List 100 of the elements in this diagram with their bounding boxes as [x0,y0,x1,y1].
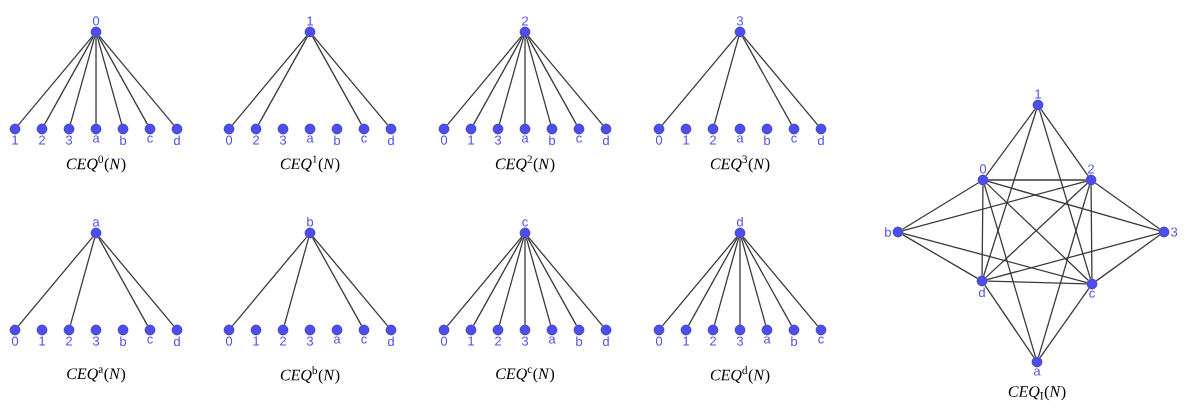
edge [312,35,389,126]
caption: CEQ$_{I}$(N) [1008,385,1066,401]
node-label: 1 [683,336,689,346]
edge [901,234,979,279]
node-label: d [817,135,824,146]
node-label: a [306,135,314,143]
vertex: b [331,123,343,146]
node-label: 0 [655,135,663,145]
node-label: 3 [736,16,744,26]
vertex: c [815,324,827,344]
vertex: 3 [304,324,316,346]
edge [525,237,552,326]
node-label: b [764,135,771,146]
edge [472,35,524,125]
node-label: 1 [39,336,46,346]
node-label: c [818,336,824,344]
node-label: 1 [253,336,259,346]
edge [526,35,578,125]
edge [713,36,740,125]
node-label: 0 [440,135,448,145]
node-label: d [736,216,743,227]
node-label: 0 [440,336,448,346]
edge [661,236,738,327]
vertex: 0 [223,123,235,145]
node-label: b [791,336,798,347]
node-label: 1 [468,336,474,346]
node-label: b [576,336,583,347]
node-label: c [1089,290,1095,298]
vertex: b [546,123,558,146]
vertex: b [117,324,129,347]
node-label: 2 [253,135,259,145]
vertex: a [519,123,531,143]
node-label: c [361,336,367,344]
node-label: d [602,336,609,347]
node-label: 3 [306,336,314,346]
vertex: d [385,324,397,347]
node-label: d [978,287,985,298]
edge [98,236,175,327]
edge [983,184,1037,358]
node-label: 0 [225,135,233,145]
vertex: a [1031,356,1043,376]
vertex: 1 [465,324,477,346]
node-label: b [549,135,556,146]
edge [1095,234,1161,282]
edge [498,36,525,125]
edge [1094,182,1161,230]
vertex: 1 [680,324,692,346]
vertex: 1 [680,123,692,145]
vertex: a [761,324,773,344]
vertex: a [304,123,316,143]
vertex: d [976,275,988,298]
node-label: a [92,219,100,227]
node-label: 3 [92,336,100,346]
edge [231,35,308,126]
edge [524,36,526,125]
node-label: 3 [736,336,744,346]
edge [987,180,1160,232]
vertex: a [331,324,343,344]
vertex: 2 [277,324,289,346]
node-label: 1 [307,16,313,26]
vertex: 1 [304,16,316,38]
vertex: 3 [734,16,746,38]
edge [526,236,578,326]
vertex: 3 [492,123,504,145]
node-label: 0 [655,336,663,346]
node-label: 1 [683,135,689,145]
edge [986,232,1160,281]
vertex: a [90,219,102,239]
vertex: 0 [438,123,450,145]
node-label: 2 [66,336,72,346]
node-label: 0 [979,164,987,174]
vertex: b [761,123,773,146]
vertex: d [734,216,746,239]
node-label: a [548,336,556,344]
edge [742,236,819,327]
edge [311,35,363,125]
node-label: c [576,135,582,143]
vertex: 0 [977,164,989,186]
vertex: 1 [465,123,477,145]
node-label: 2 [522,16,528,26]
node-label: 2 [280,336,286,346]
vertex: d [385,123,397,146]
edge [1040,108,1089,177]
edge [902,232,1088,284]
node-label: d [387,135,394,146]
node-label: a [92,135,100,143]
vertex: b [117,123,129,146]
vertex: 0 [223,324,235,346]
edge [97,35,149,125]
edge [498,237,525,326]
vertex: 3 [63,123,75,145]
edge [984,284,1035,359]
vertex: b [573,324,585,347]
node-label: b [334,135,341,146]
edge [69,237,96,326]
node-label: d [173,135,180,146]
edge [986,280,1088,285]
vertex: b [885,226,904,238]
edge [713,237,740,326]
edge [985,108,1036,177]
